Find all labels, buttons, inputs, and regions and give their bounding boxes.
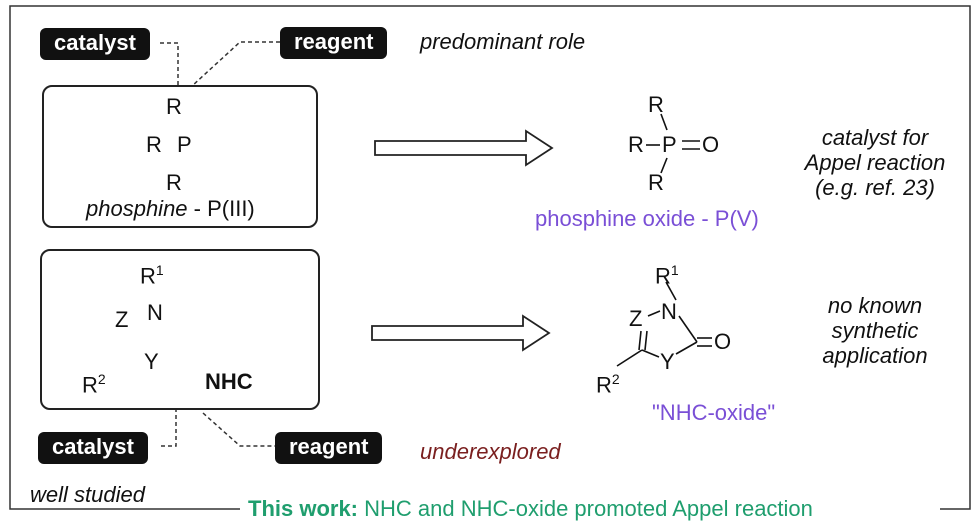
phosphine-caption-name: phosphine xyxy=(86,196,188,221)
reaction-arrow-bottom xyxy=(371,314,551,352)
phosphine-oxide-caption: phosphine oxide - P(V) xyxy=(535,206,759,231)
predominant-role-note: predominant role xyxy=(420,29,586,54)
nhc-oxide-r1-index: 1 xyxy=(670,262,679,278)
appel-catalyst-note: catalyst for Appel reaction (e.g. ref. 2… xyxy=(790,125,960,200)
oxide-r-left: R xyxy=(628,132,644,157)
nhc-oxide-caption: "NHC-oxide" xyxy=(652,400,776,425)
appel-note-line-2: Appel reaction xyxy=(804,150,946,175)
no-app-line-3: application xyxy=(822,343,928,368)
nhc-y-atom: Y xyxy=(144,349,159,374)
nhc-z-atom: Z xyxy=(115,307,129,332)
appel-note-line-3: (e.g. ref. 23) xyxy=(815,175,935,200)
phosphine-caption-oxidation: - P(III) xyxy=(187,196,255,221)
nhc-r1-symbol: R xyxy=(140,263,156,289)
nhc-r2-index: 2 xyxy=(97,371,106,387)
reaction-arrow-top xyxy=(374,129,554,167)
reagent-tag-top: reagent xyxy=(280,27,388,59)
phosphine-r-left: R xyxy=(146,132,162,157)
nhc-oxide-o-atom: O xyxy=(714,329,732,354)
catalyst-top-connector xyxy=(160,42,179,86)
appel-note-line-1: catalyst for xyxy=(821,125,929,150)
phosphine-box xyxy=(42,85,318,228)
nhc-oxide-r2: R2 xyxy=(596,367,620,397)
this-work-footer: This work: NHC and NHC-oxide promoted Ap… xyxy=(242,496,819,522)
oxide-p-atom: P xyxy=(662,132,677,157)
oxide-o-atom: O xyxy=(702,132,720,157)
nhc-oxide-r1-symbol: R xyxy=(655,263,671,289)
no-app-line-2: synthetic xyxy=(831,318,919,343)
reagent-tag-bottom: reagent xyxy=(275,432,383,464)
this-work-description: NHC and NHC-oxide promoted Appel reactio… xyxy=(358,496,813,521)
phosphine-r-bottom: R xyxy=(166,170,182,195)
no-app-line-1: no known xyxy=(827,293,923,318)
well-studied-note: well studied xyxy=(30,482,145,507)
nhc-box xyxy=(40,249,320,410)
no-application-note: no known synthetic application xyxy=(795,293,955,368)
underexplored-note: underexplored xyxy=(420,439,561,464)
catalyst-bottom-connector xyxy=(160,408,177,447)
nhc-oxide-n-atom: N xyxy=(661,299,677,324)
oxide-r-top: R xyxy=(648,92,664,117)
nhc-oxide-r2-symbol: R xyxy=(596,372,612,398)
phosphine-p-atom: P xyxy=(177,132,192,157)
catalyst-tag-top: catalyst xyxy=(40,28,150,60)
nhc-oxide-r2-index: 2 xyxy=(611,371,620,387)
nhc-r2-symbol: R xyxy=(82,372,98,398)
nhc-r1-index: 1 xyxy=(155,262,164,278)
phosphine-caption: phosphine - P(III) xyxy=(86,196,255,222)
catalyst-tag-bottom: catalyst xyxy=(38,432,148,464)
nhc-n-atom: N xyxy=(147,300,163,325)
nhc-r2: R2 xyxy=(82,367,106,397)
outer-frame xyxy=(9,5,971,510)
nhc-label: NHC xyxy=(205,369,253,394)
oxide-r-bottom: R xyxy=(648,170,664,195)
nhc-oxide-z-atom: Z xyxy=(629,306,643,331)
reagent-bottom-connector xyxy=(202,412,275,447)
nhc-oxide-y-atom: Y xyxy=(660,349,675,374)
phosphine-r-top: R xyxy=(166,94,182,119)
nhc-r1: R1 xyxy=(140,258,164,288)
reagent-top-connector xyxy=(191,41,280,87)
nhc-oxide-r1: R1 xyxy=(655,258,679,288)
this-work-label: This work: xyxy=(248,496,359,521)
